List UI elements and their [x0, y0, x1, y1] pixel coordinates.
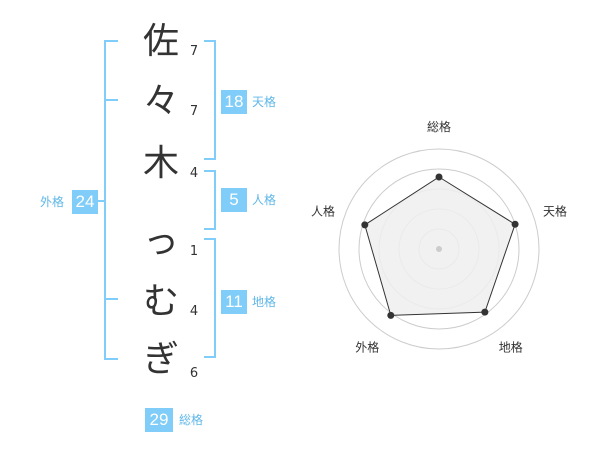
stroke-count-5: 4 — [189, 304, 199, 319]
chikaku-value-badge: 11 — [221, 290, 247, 314]
radar-point-5 — [361, 221, 369, 229]
radar-center-dot — [436, 246, 442, 252]
jinkaku-bracket — [204, 170, 216, 230]
radar-ring-1 — [358, 168, 520, 330]
chikaku-label: 地格 — [252, 295, 277, 309]
gaikaku-connector — [98, 200, 106, 202]
radar-point-1 — [435, 173, 443, 181]
gaikaku-label: 外格 — [40, 195, 65, 209]
stroke-count-6: 6 — [189, 366, 199, 381]
radar-axis-label-2: 天格 — [543, 203, 567, 218]
radar-point-4 — [387, 311, 395, 319]
jinkaku-label: 人格 — [252, 193, 277, 207]
gaikaku-bracket-tick-upper — [104, 99, 118, 101]
tenkaku-value-badge: 18 — [221, 90, 247, 114]
radar-point-2 — [511, 220, 519, 228]
name-char-5: む — [142, 281, 179, 322]
gaikaku-bracket-tick-lower — [104, 298, 118, 300]
name-char-2: 々 — [142, 81, 179, 122]
radar-axis-label-4: 外格 — [355, 340, 379, 355]
name-char-3: 木 — [142, 143, 179, 184]
radar-point-3 — [481, 308, 489, 316]
jinkaku-value-badge: 5 — [221, 188, 247, 212]
soukaku-value-badge: 29 — [145, 408, 173, 432]
stroke-count-3: 4 — [189, 166, 199, 181]
gaikaku-value-badge: 24 — [72, 190, 98, 214]
chikaku-bracket — [204, 238, 216, 358]
tenkaku-label: 天格 — [252, 95, 277, 109]
radar-axis-label-1: 総格 — [427, 119, 451, 134]
radar-axis-label-5: 人格 — [311, 203, 335, 218]
radar-axis-label-3: 地格 — [499, 340, 523, 355]
name-char-6: ぎ — [142, 339, 179, 380]
soukaku-label: 総格 — [179, 413, 204, 427]
name-char-1: 佐 — [142, 21, 179, 62]
stroke-count-4: 1 — [189, 244, 199, 259]
tenkaku-bracket — [204, 40, 216, 160]
stroke-count-1: 7 — [189, 44, 199, 59]
stroke-count-2: 7 — [189, 104, 199, 119]
name-char-4: っ — [142, 221, 179, 262]
